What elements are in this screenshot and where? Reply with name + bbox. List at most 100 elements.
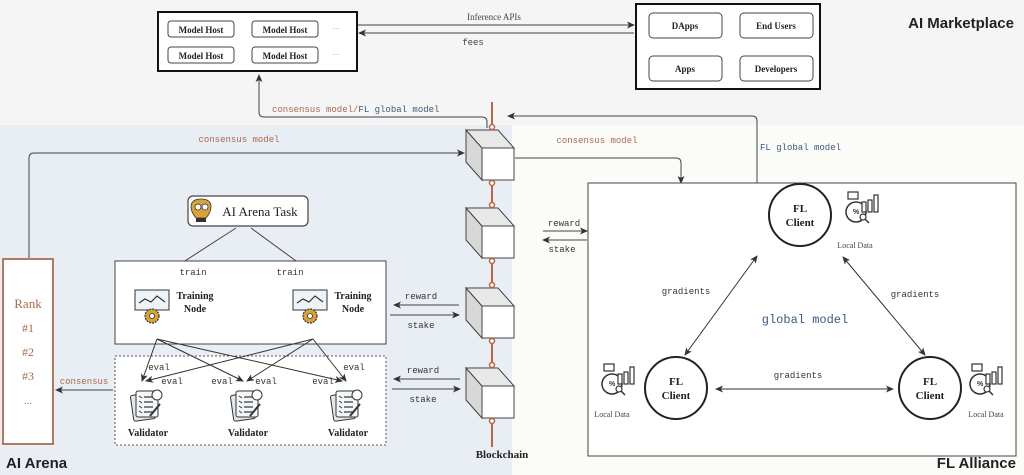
svg-text:Model Host: Model Host (263, 25, 308, 35)
rank-entry: #3 (22, 369, 34, 383)
chain-joint (488, 179, 496, 187)
validator-stake-label: stake (409, 395, 436, 405)
checklist-icon (330, 389, 363, 422)
local-data-icon: % (969, 363, 1003, 396)
gradients-label: gradients (774, 371, 823, 381)
block[interactable] (464, 206, 516, 260)
svg-text:DApps: DApps (672, 21, 699, 31)
validator[interactable]: Validator (328, 389, 369, 439)
eval-label: eval (343, 363, 365, 373)
eval-arrow (246, 338, 314, 382)
fl-client-label: FL (923, 376, 937, 388)
arena-consensus-model-label: consensus model (198, 135, 279, 145)
model-host-panel: Model Host Model Host Model Host Model H… (157, 11, 358, 72)
training-node-label: Node (342, 304, 365, 315)
chain-joint (488, 257, 496, 265)
global-model-label: global model (762, 313, 848, 327)
training-node-label: Training (176, 291, 213, 302)
consumer-panel: DApps End Users Apps Developers (635, 3, 821, 90)
checklist-icon (130, 389, 163, 422)
svg-text:%: % (609, 381, 616, 388)
eval-label: eval (255, 377, 277, 387)
arena-title: AI Arena (6, 455, 68, 472)
svg-text:%: % (853, 209, 860, 216)
inference-label: Inference APIs (467, 12, 521, 22)
validator-label: Validator (128, 428, 169, 439)
rank-entry: #1 (22, 321, 34, 335)
model-host-card[interactable]: Model Host (167, 46, 235, 64)
chain-joint (488, 361, 496, 369)
eval-label: eval (312, 377, 334, 387)
validator[interactable]: Validator (128, 389, 169, 439)
local-data-icon: % (845, 191, 879, 224)
training-chart-gear-icon (134, 289, 170, 324)
validator-label: Validator (328, 428, 369, 439)
to-marketplace-arrow (255, 74, 488, 128)
svg-text:End Users: End Users (756, 21, 796, 31)
training-reward-label: reward (405, 292, 437, 302)
fl-global-model-label: FL global model (760, 143, 841, 153)
blockchain-label: Blockchain (476, 449, 529, 461)
svg-text:Model Host: Model Host (263, 51, 308, 61)
local-data-icon: % (601, 363, 635, 396)
fees-label: fees (462, 38, 484, 48)
alliance-consensus-model-label: consensus model (556, 136, 637, 146)
validator-reward-label: reward (407, 366, 439, 376)
rank-title: Rank (14, 296, 42, 311)
gradients-label: gradients (891, 290, 940, 300)
block[interactable] (464, 128, 516, 182)
alliance-title: FL Alliance (937, 455, 1016, 472)
fl-client[interactable]: FL Client (898, 356, 962, 420)
svg-text:Apps: Apps (675, 64, 696, 74)
eval-arrow (141, 338, 158, 382)
fl-client-label: Client (916, 390, 945, 402)
chain-joint (488, 201, 496, 209)
svg-text:Model Host: Model Host (179, 25, 224, 35)
validator[interactable]: Validator (228, 389, 269, 439)
ai-arena-task-label: AI Arena Task (222, 204, 298, 219)
eval-arrow (312, 338, 347, 382)
eval-label: eval (161, 377, 183, 387)
arena-consensus-model-arrow (28, 149, 465, 258)
block[interactable] (464, 286, 516, 340)
model-host-card[interactable]: Model Host (251, 20, 319, 38)
rank-entry: #2 (22, 345, 34, 359)
svg-text:Model Host: Model Host (179, 51, 224, 61)
gradients-arrow (684, 255, 758, 356)
model-host-card[interactable]: Model Host (251, 46, 319, 64)
chain-joint (488, 123, 496, 131)
rank-entry: ... (24, 395, 33, 407)
fl-global-model-arrow (507, 112, 758, 183)
model-host-card[interactable]: Model Host (167, 20, 235, 38)
train-label: train (276, 268, 303, 278)
consumer-dapps[interactable]: DApps (648, 12, 723, 39)
alliance-consensus-model-arrow (515, 157, 685, 184)
training-stake-label: stake (407, 321, 434, 331)
consumer-apps[interactable]: Apps (648, 55, 723, 82)
eval-arrow (145, 338, 314, 383)
training-node-label: Training (334, 291, 371, 302)
fl-client-label: FL (793, 203, 807, 215)
consensus-part: consensus model/ (272, 105, 358, 115)
consensus-to-rank-label: consensus (60, 377, 109, 387)
eval-label: eval (148, 363, 170, 373)
eval-label: eval (211, 377, 233, 387)
chain-joint (488, 337, 496, 345)
alliance-stake-label: stake (548, 245, 575, 255)
consumer-developers[interactable]: Developers (739, 55, 814, 82)
chain-joint (488, 281, 496, 289)
ai-arena-task[interactable]: AI Arena Task (187, 195, 309, 227)
consumer-end-users[interactable]: End Users (739, 12, 814, 39)
block[interactable] (464, 366, 516, 420)
rank-panel: Rank #1 #2 #3 ... (2, 258, 54, 445)
validator-label: Validator (228, 428, 269, 439)
train-label: train (179, 268, 206, 278)
lightbulb-gear-icon (190, 198, 212, 222)
to-marketplace-label: consensus model/FL global model (272, 105, 439, 115)
fl-client-label: FL (669, 376, 683, 388)
eval-arrow (156, 338, 343, 383)
